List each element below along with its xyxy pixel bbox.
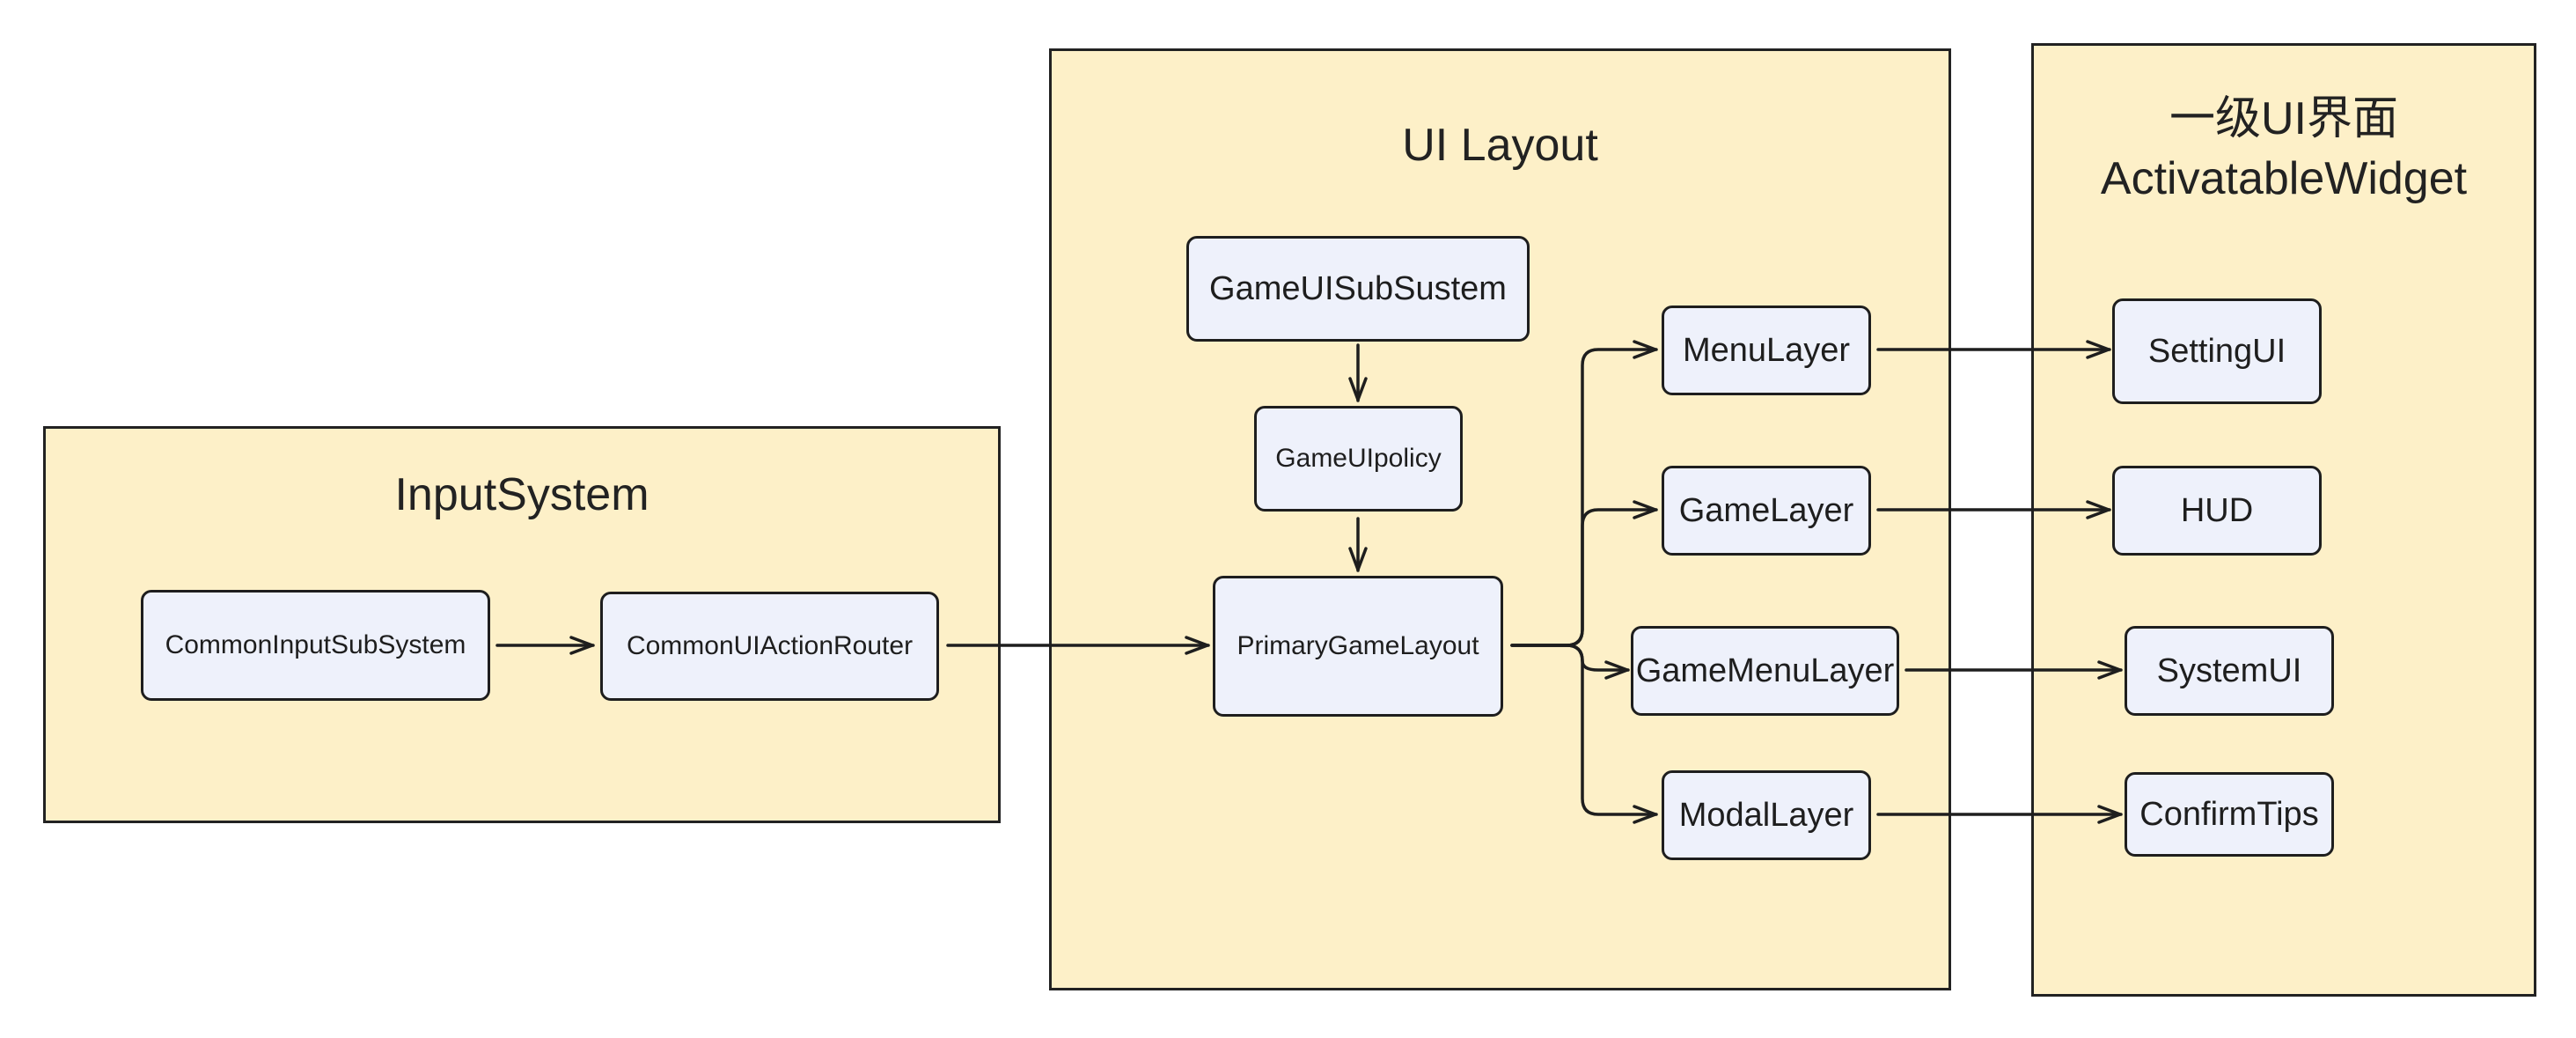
game-ui-policy-node[interactable]: GameUIpolicy — [1254, 406, 1463, 512]
activatable-title-line1: 一级UI界面 — [2169, 93, 2398, 144]
activatable-title-line2: ActivatableWidget — [2100, 153, 2468, 204]
common-ui-action-router-node[interactable]: CommonUIActionRouter — [600, 592, 939, 701]
input-system-title: InputSystem — [394, 469, 650, 520]
game-ui-subsystem-node[interactable]: GameUISubSustem — [1186, 236, 1530, 342]
game-layer-node[interactable]: GameLayer — [1662, 466, 1871, 556]
primary-game-layout-node[interactable]: PrimaryGameLayout — [1213, 576, 1503, 717]
ui-layout-title: UI Layout — [1402, 120, 1598, 171]
menu-layer-node[interactable]: MenuLayer — [1662, 306, 1871, 395]
game-menu-layer-node[interactable]: GameMenuLayer — [1631, 626, 1899, 716]
setting-ui-node[interactable]: SettingUI — [2112, 298, 2322, 404]
confirm-tips-node[interactable]: ConfirmTips — [2125, 772, 2334, 857]
hud-node[interactable]: HUD — [2112, 466, 2322, 556]
modal-layer-node[interactable]: ModalLayer — [1662, 770, 1871, 860]
common-input-subsystem-node[interactable]: CommonInputSubSystem — [141, 590, 490, 701]
system-ui-node[interactable]: SystemUI — [2125, 626, 2334, 716]
